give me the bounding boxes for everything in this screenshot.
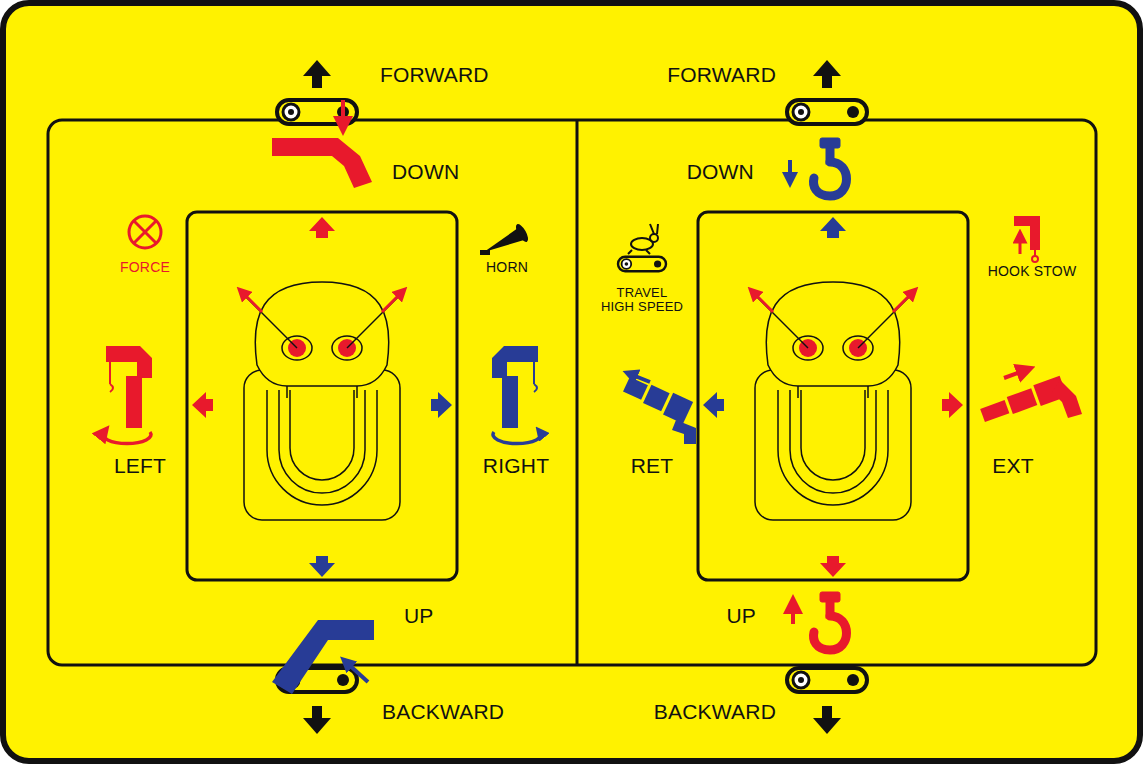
control-label: BACKWARD (654, 700, 776, 723)
joystick-symbol (242, 282, 913, 520)
swing-right-icon (492, 346, 541, 444)
control-label: FORCE (120, 260, 170, 275)
control-label: UP (726, 604, 756, 627)
force-symbol (129, 216, 161, 248)
control-label: LEFT (114, 454, 166, 477)
extend-icon (979, 370, 1082, 426)
control-label: UP (404, 604, 434, 627)
rabbit-track-icon (618, 224, 666, 271)
control-label: FORWARD (380, 63, 489, 86)
control-label: EXT (992, 454, 1033, 477)
control-label: BACKWARD (382, 700, 504, 723)
retract-icon (621, 373, 696, 444)
direction-arrows (192, 217, 963, 577)
boom-down-icon (272, 100, 372, 188)
control-label: HOOK STOW (988, 264, 1077, 279)
joystick-frame (187, 212, 457, 580)
control-label: RET (631, 454, 674, 477)
hook-stow-icon (1014, 216, 1040, 262)
swing-left-icon (103, 346, 152, 444)
control-label: TRAVEL HIGH SPEED (600, 286, 684, 315)
decal-ground (3, 3, 1140, 761)
control-label: HORN (486, 260, 528, 275)
control-label: DOWN (392, 160, 459, 183)
control-label: RIGHT (483, 454, 549, 477)
control-label: DOWN (687, 160, 754, 183)
panel-frame (48, 120, 1096, 665)
control-label: FORWARD (667, 63, 776, 86)
hook-up-icon (793, 592, 847, 650)
panel-divider (576, 120, 579, 665)
horn-symbol (480, 222, 530, 255)
hook-down-icon (790, 138, 847, 196)
boom-up-icon (272, 620, 374, 694)
joystick-frame (698, 212, 968, 580)
